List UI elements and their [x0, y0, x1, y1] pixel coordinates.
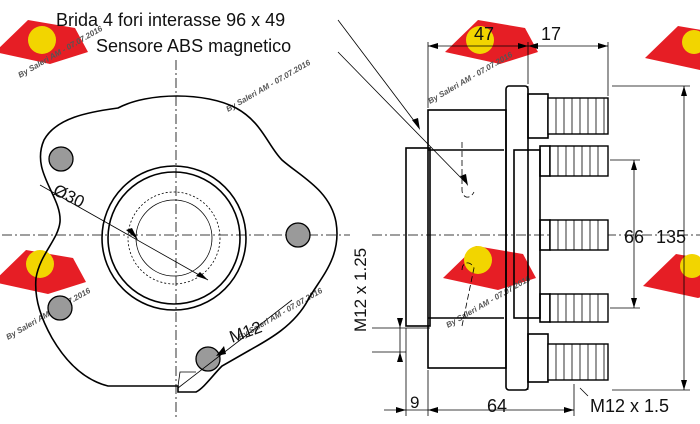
dimension-47: 47 — [474, 24, 494, 44]
flange-step — [513, 149, 541, 319]
wheel-stud-1 — [527, 93, 609, 139]
bore-arrow-right — [196, 272, 208, 280]
wheel-stud-5 — [527, 333, 609, 383]
bolt-hole-bottom — [195, 346, 221, 372]
watermark-logo-mid-center: By Saleri AM - 07.07.2016 — [443, 246, 536, 330]
hub-steps — [428, 149, 504, 319]
bore-dimension-line — [39, 184, 209, 281]
dimension-135: 135 — [656, 227, 686, 247]
flange-title-leader — [337, 19, 419, 127]
watermark-caption-top-center: By Saleri AM - 07.07.2016 — [225, 58, 313, 114]
watermark-caption: By Saleri AM - 07.07.2016 — [427, 50, 515, 106]
side-thread-label: M12 — [227, 318, 265, 347]
dimension-9: 9 — [410, 393, 419, 412]
abs-ring-hidden-lines — [461, 142, 475, 327]
wheel-stud-2 — [539, 145, 609, 177]
abs-leader-arrow — [460, 174, 468, 186]
watermark-caption: By Saleri AM - 07.07.2016 — [225, 58, 313, 114]
nut-thread-label: M12 x 1.25 — [351, 248, 370, 332]
side-thread-leader — [177, 299, 293, 389]
flange-leader-arrow — [412, 118, 420, 130]
wheel-flange — [505, 85, 529, 391]
bore-circle — [135, 199, 213, 277]
flange-inner-edge — [177, 371, 196, 387]
flange-bolt-pattern-title: Brida 4 fori interasse 96 x 49 — [56, 10, 285, 30]
watermark-logo-top-right — [645, 26, 700, 70]
wheel-stud-4 — [539, 293, 609, 323]
wheel-stud-3 — [539, 219, 609, 251]
bolt-hole-top-left — [48, 146, 74, 172]
bore-diameter-label: Ø30 — [50, 181, 87, 212]
front-view: Ø30 M12 — [2, 60, 350, 418]
hub-body — [427, 109, 507, 369]
hub-inner-ring — [107, 171, 241, 305]
hub-outer-ring — [101, 165, 247, 311]
dimension-66: 66 — [624, 227, 644, 247]
side-thread-arrow — [216, 346, 226, 356]
stud-thread-label: M12 x 1.5 — [590, 396, 669, 416]
bolt-hole-right — [285, 222, 311, 248]
stud-thread-leader — [579, 387, 589, 397]
side-view: 47 17 66 135 9 64 M12 x 1.5 M12 x 1.2 — [351, 24, 700, 416]
watermark-caption: By Saleri AM - 07.07.2016 — [5, 286, 93, 342]
flange-outline — [34, 95, 338, 393]
spline-bore — [127, 191, 221, 285]
dimension-17: 17 — [541, 24, 561, 44]
watermark-logo-mid-right — [643, 254, 700, 298]
dimension-64: 64 — [487, 396, 507, 416]
abs-sensor-title: Sensore ABS magnetico — [96, 36, 291, 56]
bore-arrow-left — [126, 228, 138, 240]
flange-plate — [405, 147, 431, 327]
abs-title-leader — [337, 51, 466, 183]
bolt-hole-bottom-left — [47, 295, 73, 321]
